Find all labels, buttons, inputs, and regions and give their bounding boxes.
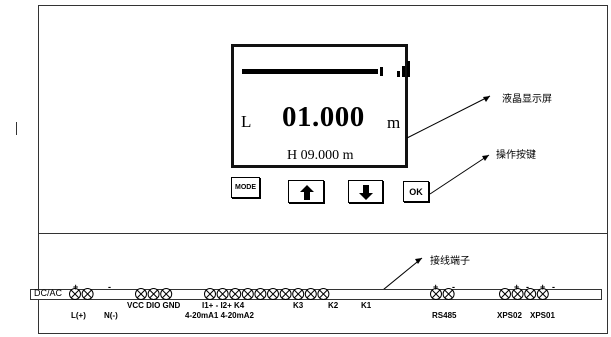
terminal-screw-cross <box>319 289 328 299</box>
mode-label: MODE <box>235 184 256 191</box>
terminal-label-rs485: RS485 <box>432 311 457 320</box>
terminal-label-xps01: XPS01 <box>530 311 555 320</box>
terminal-plus-xps02: + <box>514 282 520 292</box>
terminal-label-k3: K3 <box>293 301 304 310</box>
terminal-label-xps02: XPS02 <box>497 311 522 320</box>
terminal-screw-cross <box>281 289 290 299</box>
terminal-screw-cross <box>431 289 441 299</box>
level-bar-cap <box>380 67 383 76</box>
level-bar <box>242 69 378 74</box>
up-button[interactable] <box>288 180 324 203</box>
terminal-screw-cross <box>538 289 548 299</box>
terminal-screw-cross <box>306 289 316 299</box>
down-arrow-icon <box>359 185 373 200</box>
terminal-label-k1: K1 <box>361 301 372 310</box>
terminal-screw-cross <box>513 289 522 299</box>
terminals-callout: 接线端子 <box>430 256 470 267</box>
terminal-screw-cross <box>136 289 146 299</box>
main-reading: 01.000 <box>282 101 365 133</box>
terminal-screw-cross <box>161 289 171 299</box>
terminal-screw-cross <box>268 289 278 299</box>
ok-label: OK <box>409 186 423 197</box>
terminal-screw-cross <box>230 289 240 299</box>
terminal-label-4-20ma: 4-20mA1 4-20mA2 <box>185 311 254 320</box>
level-letter: L <box>241 112 252 131</box>
terminal-minus-xps01: - <box>552 282 555 292</box>
lcd-screen: L 01.000 m H 09.000 m <box>231 44 410 168</box>
terminal-screw-cross <box>205 289 215 299</box>
terminal-label-nminus: N(-) <box>104 311 118 320</box>
terminal-screw-cross <box>500 289 510 299</box>
lcd-screen-callout: 液晶显示屏 <box>502 94 552 105</box>
terminal-plus-xps01: + <box>540 282 546 292</box>
panel-divider <box>38 233 608 234</box>
terminal-screw-cross <box>218 289 227 299</box>
terminal-plus-rs485: + <box>433 282 439 292</box>
power-label: DC/AC <box>34 288 63 298</box>
down-button[interactable] <box>348 180 383 203</box>
mode-button[interactable]: MODE <box>231 177 260 198</box>
sub-reading: H 09.000 m <box>287 148 354 163</box>
up-arrow-icon <box>300 185 314 200</box>
terminal-screw-cross <box>83 289 92 299</box>
terminal-screw-cross <box>525 289 535 299</box>
terminal-plus-lplus: + <box>73 282 79 292</box>
terminal-screw-cross <box>444 289 453 299</box>
terminal-screw-cross <box>70 289 80 299</box>
ok-button[interactable]: OK <box>403 181 429 202</box>
terminal-minus-nminus: - <box>108 282 111 292</box>
terminal-label-vcc-dio-gnd: VCC DIO GND <box>127 301 181 310</box>
terminal-label-analog-k4: I1+ - I2+ K4 <box>202 301 245 310</box>
edge-mark <box>16 122 17 135</box>
buttons-callout: 操作按键 <box>496 150 536 161</box>
terminal-minus-xps02: - <box>526 282 529 292</box>
terminal-screws <box>69 288 549 300</box>
terminal-label-k2: K2 <box>328 301 339 310</box>
terminal-minus-rs485: - <box>452 282 455 292</box>
device-outline <box>38 5 608 334</box>
terminal-screw-cross <box>293 289 303 299</box>
terminal-screw-cross <box>256 289 265 299</box>
signal-strength-icon <box>397 61 410 77</box>
terminal-screw-cross <box>243 289 253 299</box>
main-unit: m <box>387 113 401 132</box>
terminal-screw-cross <box>149 289 158 299</box>
terminal-label-lplus: L(+) <box>71 311 86 320</box>
